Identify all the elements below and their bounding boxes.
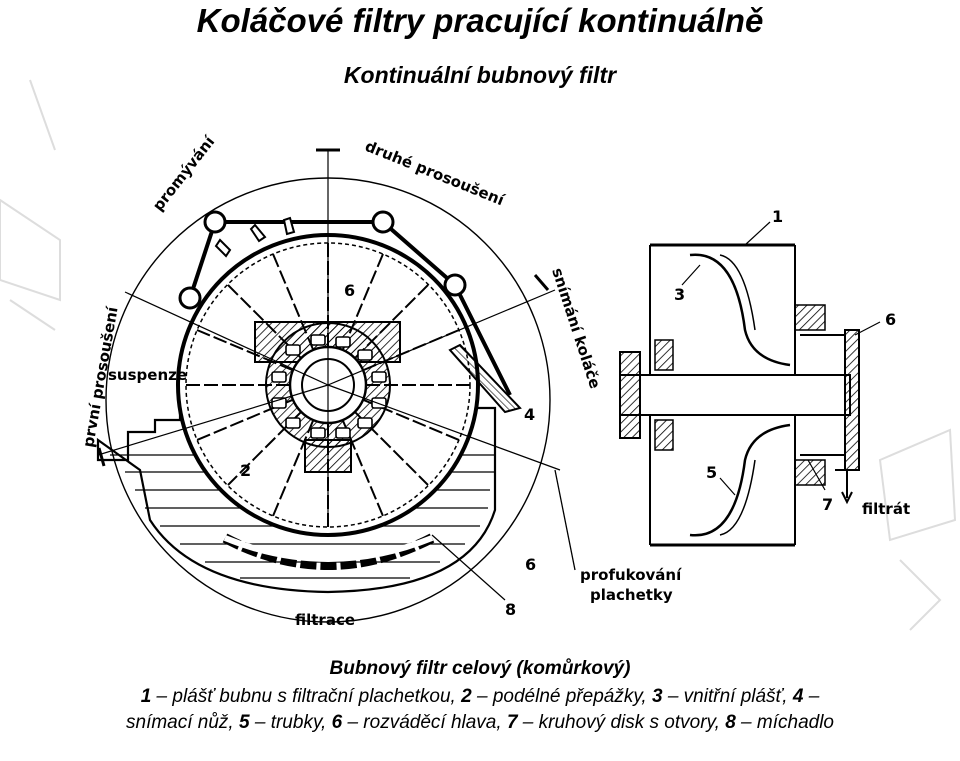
- caption-item-text: – plášť bubnu s filtrační plachetkou,: [151, 686, 462, 707]
- number-6-top: 6: [344, 281, 355, 300]
- caption-line-1: 1 – plášť bubnu s filtrační plachetkou, …: [0, 686, 960, 708]
- background-watermark: [0, 79, 957, 631]
- label-filtrace: filtrace: [295, 611, 355, 629]
- caption-item-text: – kruhový disk s otvory,: [517, 712, 726, 733]
- label-plachetky: plachetky: [590, 586, 673, 604]
- caption-item-number: 5: [239, 712, 250, 733]
- number-5: 5: [706, 463, 717, 482]
- label-suspenze: suspenze: [108, 366, 187, 384]
- caption-item-number: 1: [140, 686, 152, 707]
- number-7: 7: [822, 495, 833, 514]
- number-3: 3: [674, 285, 685, 304]
- caption-item-text: –: [803, 686, 820, 707]
- page-title: Koláčové filtry pracující kontinuálně: [196, 2, 764, 39]
- number-6-right: 6: [885, 310, 896, 329]
- number-2: 2: [240, 461, 251, 480]
- label-snimani-kolace: snímání koláče: [548, 266, 604, 391]
- label-filtrat: filtrát: [862, 500, 910, 518]
- caption-heading: Bubnový filtr celový (komůrkový): [329, 658, 631, 679]
- caption-item-number: 6: [331, 712, 343, 733]
- label-promyvani: promývání: [149, 132, 219, 214]
- caption-item-text: – míchadlo: [735, 712, 834, 733]
- drum-longitudinal-section: [619, 221, 881, 547]
- caption-line-2: snímací nůž, 5 – trubky, 6 – rozváděcí h…: [0, 712, 960, 734]
- caption-item-text: snímací nůž,: [126, 712, 239, 733]
- number-4: 4: [524, 405, 535, 424]
- label-profukovani: profukování: [580, 566, 682, 584]
- caption-item-number: 4: [792, 686, 804, 707]
- caption-item-text: – trubky,: [249, 712, 332, 733]
- caption-item-number: 2: [461, 686, 472, 707]
- label-druhe-prosouseni: druhé prosoušení: [363, 137, 508, 210]
- number-1: 1: [772, 207, 783, 226]
- caption-item-text: – rozváděcí hlava,: [342, 712, 507, 733]
- caption-item-text: – podélné přepážky,: [471, 686, 652, 707]
- caption-item-number: 3: [651, 686, 663, 707]
- caption-item-number: 7: [506, 712, 518, 733]
- drum-cross-section: [96, 148, 561, 623]
- page-subtitle: Kontinuální bubnový filtr: [343, 62, 617, 88]
- drum-filter-diagram: promývání druhé prosoušení snímání koláč…: [0, 79, 957, 631]
- number-8: 8: [505, 600, 516, 619]
- number-6-bottom: 6: [525, 555, 536, 574]
- caption-item-text: – vnitřní plášť,: [662, 686, 793, 707]
- caption-item-number: 8: [725, 712, 736, 733]
